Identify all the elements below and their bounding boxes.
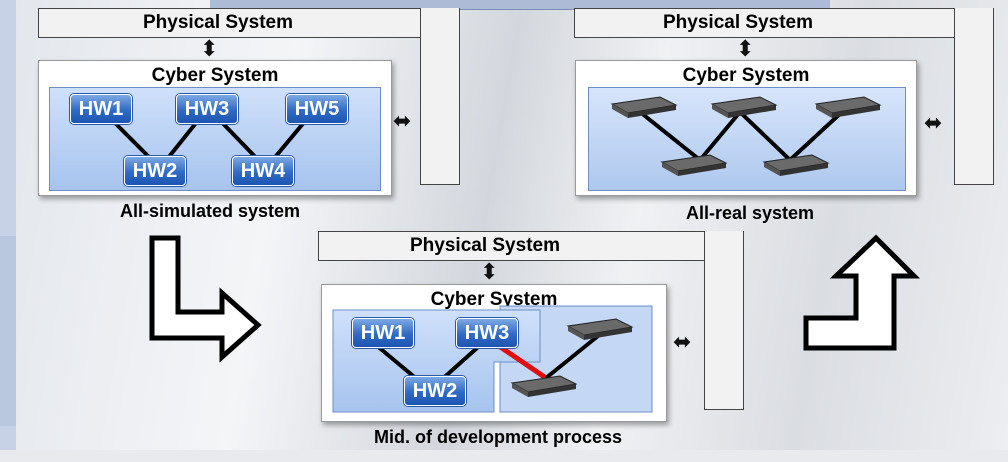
left-right-arrow-icon: ⬌ — [924, 110, 943, 135]
physical-system-label: Physical System — [143, 12, 293, 33]
hw-block-3: HW3 — [176, 94, 238, 124]
circuit-board-icon — [566, 318, 634, 340]
left-right-arrow-icon: ⬌ — [393, 108, 412, 133]
up-down-arrow-icon: ⬍ — [200, 36, 219, 61]
bridge-link — [494, 341, 548, 381]
caption-mid-development: Mid. of development process — [373, 427, 623, 447]
physical-system-label: Physical System — [410, 235, 560, 256]
cyber-system-label: Cyber System — [151, 65, 279, 86]
cyber-system-label: Cyber System — [682, 65, 810, 86]
left-right-arrow-icon: ⬌ — [673, 329, 692, 354]
physical-system-bar: Physical System — [574, 8, 992, 38]
up-down-arrow-icon: ⬍ — [480, 259, 499, 284]
circuit-board-icon — [710, 96, 778, 118]
hw-block-4: HW4 — [232, 156, 294, 186]
physical-system-bar: Physical System — [318, 231, 742, 261]
hw-block-3: HW3 — [456, 318, 518, 348]
physical-system-bar: Physical System — [38, 8, 458, 38]
hw-block-1: HW1 — [352, 318, 414, 348]
hw-block-2: HW2 — [404, 376, 466, 406]
caption-all-real: All-real system — [685, 203, 815, 223]
left-decor-strip-shade — [0, 236, 16, 426]
hw-block-2: HW2 — [124, 156, 186, 186]
top-decor-bar — [210, 0, 830, 10]
circuit-board-icon — [610, 96, 678, 118]
up-down-arrow-icon: ⬍ — [736, 36, 755, 61]
bottom-decor-band — [0, 450, 1008, 462]
physical-system-label: Physical System — [663, 12, 813, 33]
cyber-system-label: Cyber System — [430, 289, 558, 310]
hw-block-1: HW1 — [70, 94, 132, 124]
caption-all-simulated: All-simulated system — [119, 201, 301, 221]
circuit-board-icon — [814, 96, 882, 118]
circuit-board-icon — [762, 154, 830, 176]
circuit-board-icon — [660, 154, 728, 176]
circuit-board-icon — [510, 375, 578, 397]
hw-block-5: HW5 — [286, 94, 348, 124]
